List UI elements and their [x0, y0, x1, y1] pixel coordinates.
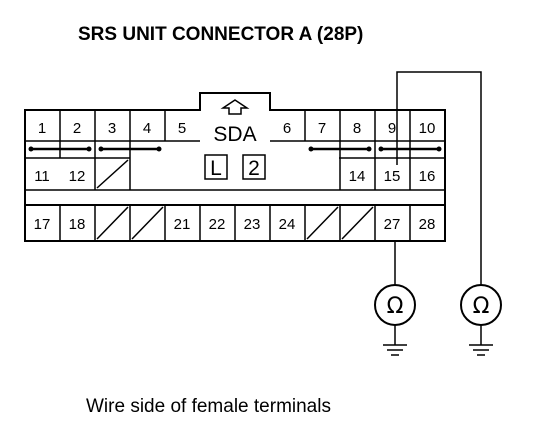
key-label: L — [210, 157, 222, 180]
pin-label: 12 — [69, 168, 86, 185]
ground-icon — [383, 344, 407, 356]
ohm-symbol: Ω — [473, 294, 490, 319]
probe-wire-15 — [396, 71, 482, 285]
pin-labels: 1 2 3 4 5 6 7 8 9 10 11 12 14 15 16 17 1… — [34, 120, 436, 233]
shorting-bars — [28, 146, 442, 152]
pin-label: 4 — [143, 120, 151, 137]
key-label: 2 — [248, 157, 260, 180]
pin-label: 5 — [178, 120, 186, 137]
probe-wires — [394, 71, 482, 285]
pin-label: 23 — [244, 216, 261, 233]
ohm-symbol: Ω — [387, 294, 404, 319]
pin-label: 18 — [69, 216, 86, 233]
pin-label: 9 — [388, 120, 396, 137]
pin-label: 14 — [349, 168, 366, 185]
pin-label: 28 — [419, 216, 436, 233]
ohmmeter-1: Ω — [374, 284, 416, 356]
diagram-title: SRS UNIT CONNECTOR A (28P) — [78, 24, 363, 45]
row3-dividers — [59, 205, 411, 241]
pin-label: 7 — [318, 120, 326, 137]
pin-label: 3 — [108, 120, 116, 137]
diagram-caption: Wire side of female terminals — [86, 396, 331, 417]
pin-label: 10 — [419, 120, 436, 137]
key-box-l — [204, 154, 228, 180]
pin-label: 16 — [419, 168, 436, 185]
empty-cavity-marks — [96, 159, 374, 240]
pin-label: 27 — [384, 216, 401, 233]
key-box-2 — [242, 154, 266, 180]
pin-label: 8 — [353, 120, 361, 137]
pin-label: 15 — [384, 168, 401, 185]
pin-label: 1 — [38, 120, 46, 137]
pin-label: 21 — [174, 216, 191, 233]
lock-arrow-icon — [220, 99, 250, 115]
pin-label: 24 — [279, 216, 296, 233]
lock-label: SDA — [213, 123, 256, 146]
pin-label: 11 — [34, 168, 50, 185]
pin-label: 17 — [34, 216, 51, 233]
pin-label: 22 — [209, 216, 226, 233]
ground-icon — [469, 344, 493, 356]
pin-label: 6 — [283, 120, 291, 137]
pin-label: 2 — [73, 120, 81, 137]
ohmmeter-2: Ω — [460, 284, 502, 356]
